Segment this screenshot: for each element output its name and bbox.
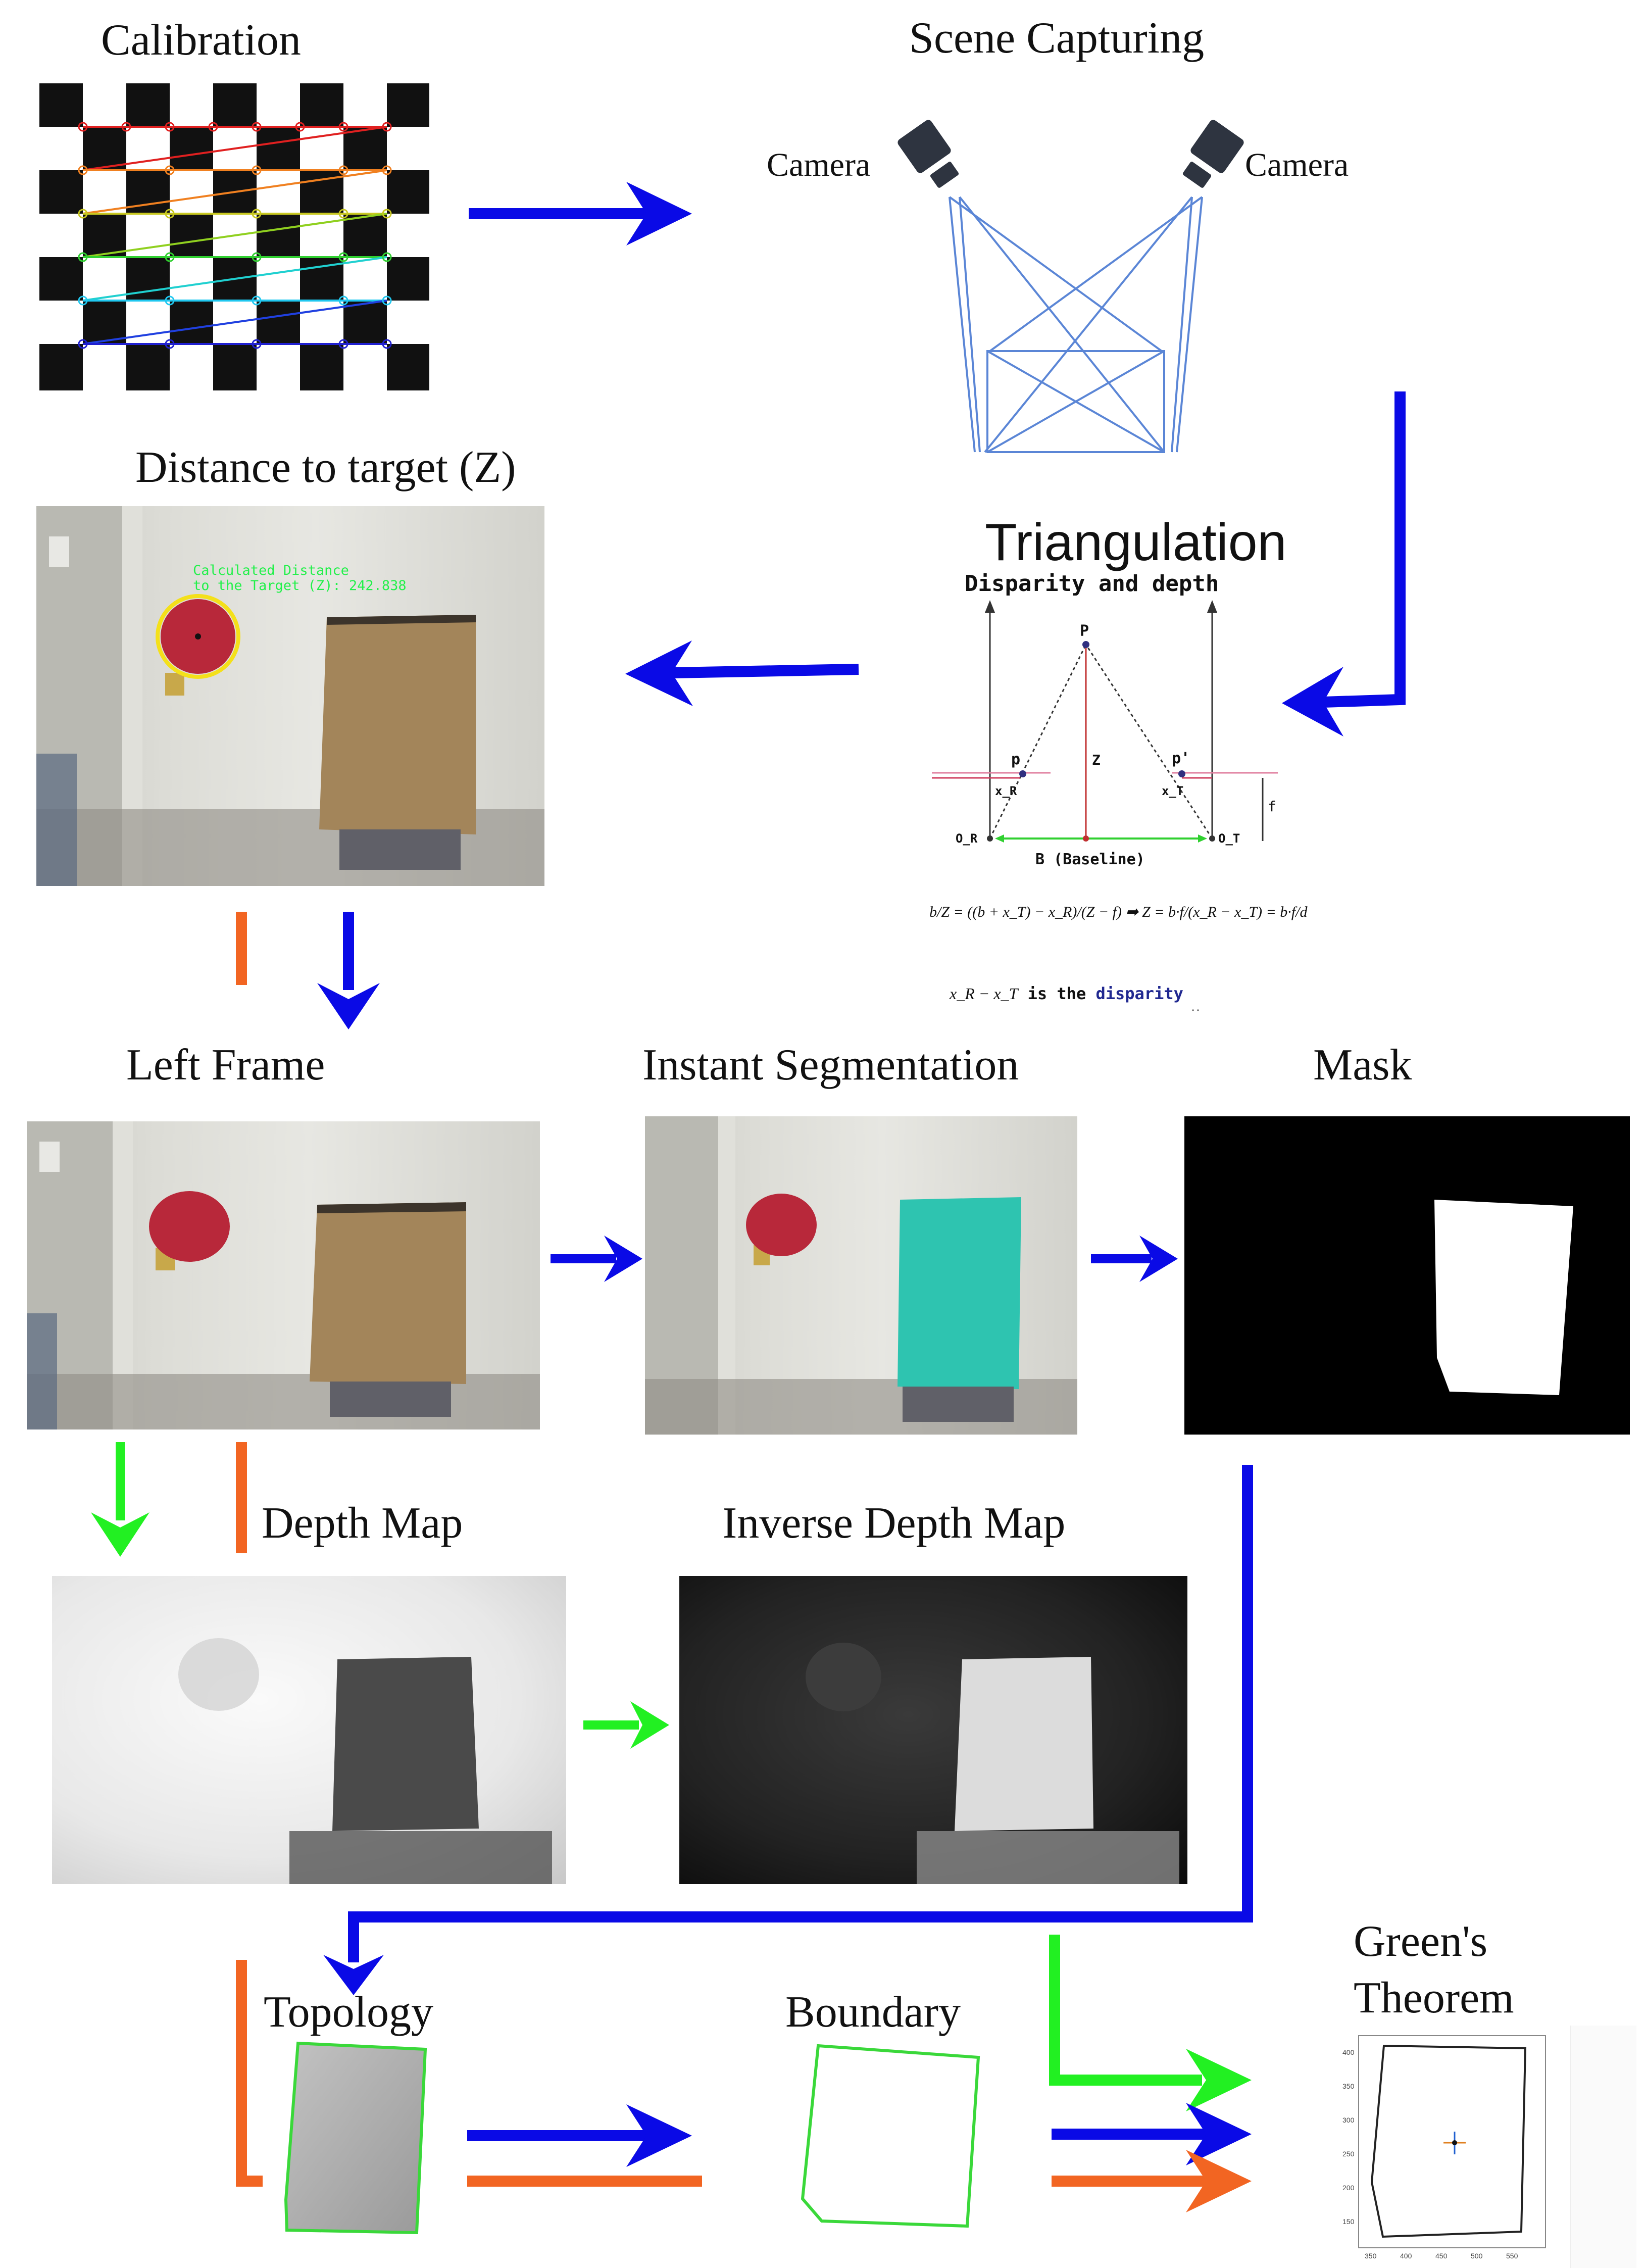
x-tick-450: 450 — [1435, 2252, 1448, 2260]
greens-theorem-label-line2: Theorem — [1354, 1974, 1514, 2023]
x-tick-550: 550 — [1506, 2252, 1518, 2260]
distance-to-target-photo: Calculated Distance to the Target (Z): 2… — [36, 506, 544, 886]
formula: b/Z = ((b + x_T) − x_R)/(Z − f) ➡ Z = b·… — [929, 904, 1308, 920]
point-p-left-label: p — [1011, 751, 1021, 768]
or-label: O_R — [956, 831, 978, 846]
distance-overlay-line2: to the Target (Z): 242.838 — [193, 578, 407, 594]
left-frame-photo — [27, 1121, 540, 1429]
baseline-label: B (Baseline) — [1035, 851, 1145, 868]
depth-map-label: Depth Map — [262, 1499, 463, 1548]
plot-axes — [1358, 2035, 1546, 2248]
target-highlight-circle — [156, 594, 240, 679]
arrow-triangulation-to-distance — [625, 640, 859, 706]
topology-image — [283, 2038, 434, 2240]
y-tick-350: 350 — [1342, 2082, 1355, 2090]
distance-to-target-label: Distance to target (Z) — [135, 443, 516, 492]
depth-map-image — [52, 1576, 566, 1884]
disparity-expression: x_R − x_T — [950, 984, 1018, 1003]
point-p-label: P — [1080, 622, 1089, 640]
f-label: f — [1268, 798, 1276, 815]
greens-theorem-plot: 400 350 300 250 200 150 350 400 450 500 … — [1333, 2026, 1636, 2268]
y-tick-300: 300 — [1342, 2116, 1355, 2124]
boundary-label: Boundary — [785, 1988, 961, 2037]
arrow-topology-to-boundary-blue — [467, 2104, 692, 2167]
x-tick-350: 350 — [1365, 2252, 1377, 2260]
topology-label: Topology — [264, 1988, 434, 2037]
ot-label: O_T — [1218, 831, 1240, 846]
y-tick-400: 400 — [1342, 2048, 1355, 2056]
camera-right-label: Camera — [1245, 146, 1349, 183]
mask-label: Mask — [1313, 1041, 1412, 1090]
camera-rays — [949, 196, 1203, 453]
calibration-checkerboard — [39, 83, 429, 390]
checkerboard-squares — [39, 83, 429, 390]
boundary-image — [795, 2038, 982, 2240]
xr-label: x_R — [995, 784, 1017, 798]
camera-left-label: Camera — [767, 146, 871, 183]
arrow-orange-topology — [236, 1960, 263, 2187]
triangulation-figure: Disparity and depth P p p' Z x_R x_T — [919, 566, 1323, 1020]
disparity-note: x_R − x_T is the disparity — [950, 984, 1183, 1003]
z-label: Z — [1092, 752, 1101, 768]
scene-capturing-diagram — [884, 111, 1268, 465]
arrow-calibration-to-scene — [469, 182, 692, 245]
corner-dots — [78, 122, 392, 349]
disparity-mid: is the — [1018, 984, 1096, 1003]
calibration-label: Calibration — [101, 16, 301, 65]
greens-theorem-label-line1: Green's — [1354, 1917, 1488, 1966]
inverse-depth-map-label: Inverse Depth Map — [722, 1499, 1066, 1548]
arrow-distance-to-left-frame — [317, 912, 380, 1029]
segmentation-overlay — [898, 1197, 1021, 1389]
mask-image — [1184, 1116, 1630, 1435]
arrow-orange-to-theorem — [1052, 2150, 1252, 2212]
scene-capturing-label: Scene Capturing — [909, 14, 1205, 63]
mask-shape — [1434, 1200, 1573, 1395]
xt-label: x_T — [1162, 784, 1184, 798]
boundary-curve — [1370, 2044, 1527, 2238]
arrow-green-to-theorem — [1049, 1935, 1252, 2111]
arrow-segmentation-to-mask — [1091, 1236, 1178, 1282]
boundary-outline — [801, 2044, 980, 2228]
camera-right-icon — [1182, 120, 1244, 188]
y-tick-200: 200 — [1342, 2184, 1355, 2192]
inverse-depth-map-image — [679, 1576, 1187, 1884]
disparity-word: disparity — [1095, 984, 1183, 1003]
instant-segmentation-label: Instant Segmentation — [642, 1041, 1019, 1090]
arrow-left-frame-to-segmentation — [551, 1236, 642, 1282]
x-tick-500: 500 — [1471, 2252, 1483, 2260]
centroid-point — [1452, 2140, 1457, 2145]
corner-lines — [82, 126, 387, 345]
triangulation-title: Disparity and depth — [965, 571, 1219, 597]
arrow-left-frame-to-depth-map — [91, 1442, 149, 1557]
x-tick-400: 400 — [1400, 2252, 1412, 2260]
y-tick-250: 250 — [1342, 2150, 1355, 2158]
arrow-blue-to-theorem — [1052, 2103, 1252, 2165]
camera-left-icon — [898, 120, 959, 188]
y-tick-150: 150 — [1342, 2217, 1355, 2226]
point-p-right-label: p' — [1172, 750, 1190, 767]
distance-overlay-line1: Calculated Distance — [193, 563, 349, 578]
left-frame-label: Left Frame — [126, 1041, 325, 1090]
instant-segmentation-photo — [645, 1116, 1077, 1435]
arrow-depth-to-inverse — [583, 1701, 669, 1749]
triangulation-label: Triangulation — [985, 513, 1287, 572]
